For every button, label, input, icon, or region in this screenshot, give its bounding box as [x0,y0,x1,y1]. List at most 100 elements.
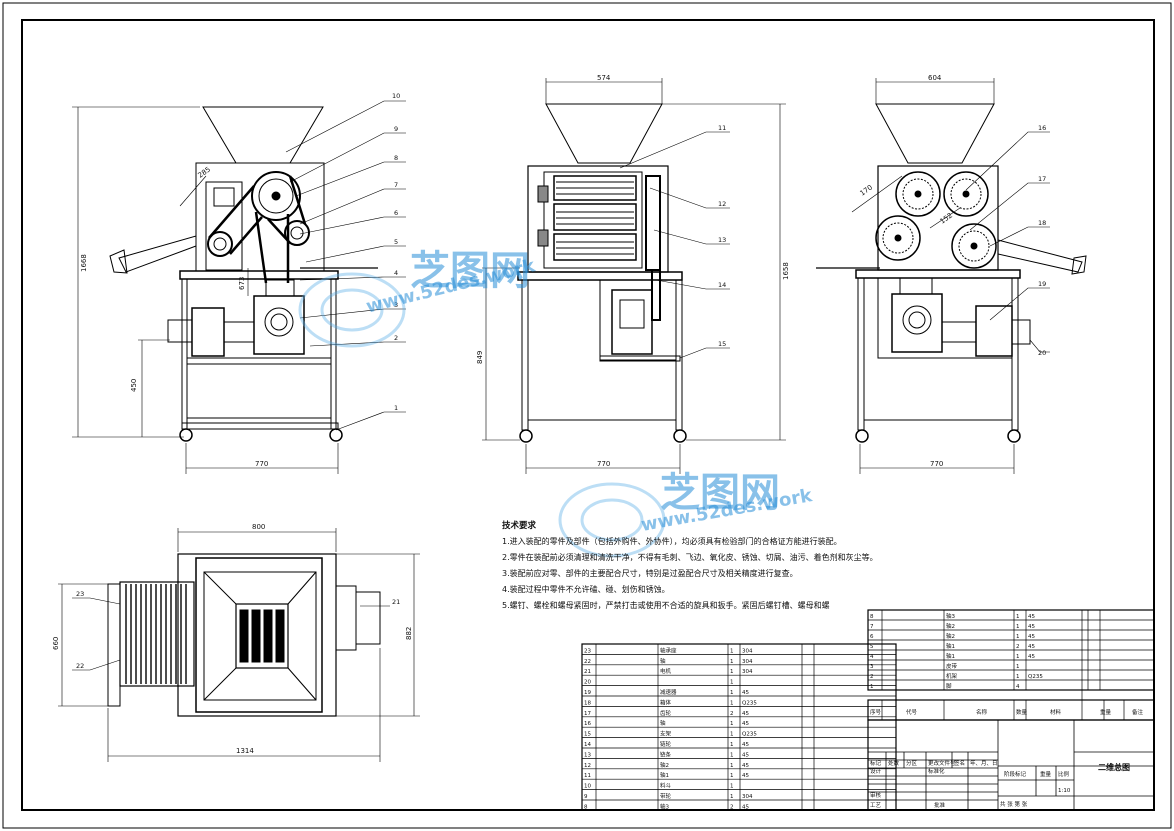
undefined-cell: 5 [870,644,874,650]
undefined-cell: 2 [870,674,874,680]
undefined-cell: 1 [730,784,734,790]
dim-plan-depth-left: 660 [52,637,60,650]
right-gear-2 [943,171,989,217]
undefined-cell: 齿轮 [660,709,672,717]
undefined-cell: 14 [584,742,591,748]
right-gear-4 [951,223,997,269]
dim-front-v1: 673 [238,277,246,290]
bom-header-label: 备注 [1132,708,1144,716]
notes-title: 技术要求 [502,521,537,531]
undefined-cell: 轴1 [946,642,955,650]
undefined-cell: 21 [584,669,591,675]
undefined-cell: 2 [1016,644,1020,650]
balloon-12: 12 [718,200,726,208]
undefined-cell: 45 [742,773,749,779]
undefined-cell: 1 [870,684,874,690]
tb-stage: 阶段标记 [1004,770,1027,778]
tb-weight: 重量 [1040,770,1052,778]
title-block-text: 二维总图 标记 处数 分区 更改文件号 签名 年、月、日 设计 审核 工艺 标准… [870,759,1130,809]
undefined-cell: 皮带 [946,662,958,670]
balloon-17: 17 [1038,175,1046,183]
plan-left-flange [107,583,121,707]
undefined-cell: 电机 [660,667,672,675]
balloon-20: 20 [1038,349,1046,357]
balloon-6: 6 [394,209,398,217]
note-5: 5.螺钉、螺栓和螺母紧固时，严禁打击或使用不合适的旋具和扳手。紧固后螺钉槽、螺母… [502,601,830,610]
undefined-cell: 轴1 [946,652,955,660]
dim-plan-length: 1314 [236,747,254,755]
bom-header-label: 名称 [976,708,988,716]
watermark-brand: 芝图网 [410,248,530,294]
undefined-cell: 17 [584,711,591,717]
undefined-cell: 支架 [660,730,672,738]
undefined-cell: 304 [742,669,753,675]
side-view [482,78,786,474]
undefined-cell: 45 [742,721,749,727]
undefined-cell: 13 [584,752,591,758]
front-big-pulley [251,171,301,221]
undefined-cell: 9 [584,794,588,800]
tb-count: 处数 [888,759,900,767]
bom-header-label: 材料 [1050,708,1062,716]
undefined-cell: 16 [584,721,591,727]
tb-process: 工艺 [870,802,882,809]
undefined-cell: 轴3 [660,802,670,810]
balloon-19: 19 [1038,280,1046,288]
tb-approve: 批准 [934,801,946,809]
undefined-cell: 1 [1016,654,1020,660]
undefined-cell: 19 [584,690,591,696]
undefined-cell: 15 [584,732,591,738]
undefined-cell: 23 [584,648,591,654]
side-chain [645,175,661,271]
undefined-cell: 带轮 [660,792,672,800]
right-gear-1 [895,171,941,217]
part-leaders [72,100,1050,671]
note-4: 4.装配过程中零件不允许磕、碰、划伤和锈蚀。 [502,585,670,594]
undefined-cell: 1 [730,773,734,779]
undefined-cell: 1 [1016,624,1020,630]
undefined-cell: 链轮 [660,740,672,748]
balloon-3: 3 [394,301,398,309]
side-gearbox [611,289,653,355]
undefined-cell: 45 [742,690,749,696]
front-view [72,106,378,474]
undefined-cell: 轴3 [946,612,956,620]
watermark-logo [298,272,666,558]
bom-header-label: 序号 [870,708,882,716]
dim-front-width: 770 [255,460,268,468]
undefined-cell: 3 [870,664,874,670]
dim-side-v: 849 [476,351,484,364]
dim-front-height: 1668 [80,254,88,272]
tb-review: 审核 [870,791,882,799]
side-hopper [545,103,663,164]
undefined-cell: 1 [730,680,734,686]
note-1: 1.进入装配的零件及部件（包括外购件、外协件），均必须具有检验部门的合格证方能进… [502,537,842,546]
right-view [816,78,1087,474]
dim-right-dia1: 170 [859,183,875,197]
undefined-cell: 304 [742,794,753,800]
undefined-cell: 轴承座 [660,646,677,654]
front-wheel-right [329,428,343,442]
undefined-cell: 轴2 [946,622,955,630]
undefined-cell: 1 [730,659,734,665]
undefined-cell: 45 [742,763,749,769]
undefined-cell: 1 [730,669,734,675]
undefined-cell: Q235 [1028,674,1043,680]
dim-right-width-bottom: 770 [930,460,943,468]
undefined-cell: 轴 [660,657,666,665]
bom-header-label: 代号 [906,708,918,716]
part-balloons: 10 9 8 7 6 5 4 3 2 1 11 12 13 14 15 16 1… [76,92,1046,670]
tb-change: 更改文件号 [928,759,956,767]
right-chute [997,239,1083,273]
balloon-7: 7 [394,181,398,189]
side-view-dim-labels: 574 1658 849 770 [476,74,790,468]
balloon-16: 16 [1038,124,1046,132]
plan-view-dim-labels: 800 1314 660 882 [52,523,413,755]
front-motor [191,307,225,357]
balloon-18: 18 [1038,219,1046,227]
undefined-cell: 45 [742,711,749,717]
undefined-cell: 6 [870,634,874,640]
